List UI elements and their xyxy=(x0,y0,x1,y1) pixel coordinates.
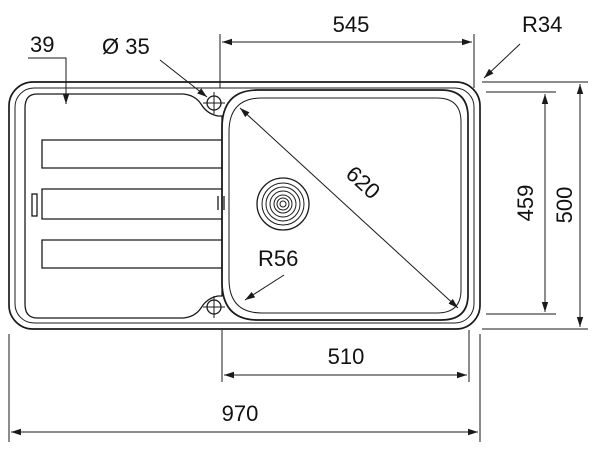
leader-r34 xyxy=(483,43,521,79)
drainer-ridge-middle xyxy=(41,188,222,220)
label-39: 39 xyxy=(30,32,54,57)
leader-r56 xyxy=(244,274,285,301)
drainer-ridge-bottom xyxy=(41,239,222,269)
leader-39 xyxy=(28,57,70,104)
dimension-labels: 39 Ø 35 545 R34 620 459 500 R56 510 970 xyxy=(30,12,577,426)
extension-lines xyxy=(8,34,588,442)
leader-lines xyxy=(28,43,521,301)
label-500: 500 xyxy=(552,187,577,224)
dimension-lines xyxy=(11,38,584,436)
label-r34: R34 xyxy=(522,12,562,37)
drainer xyxy=(24,93,225,319)
tap-hole-top xyxy=(203,92,225,114)
drain-outer-ring xyxy=(256,177,310,231)
tap-hole-bottom xyxy=(203,296,225,318)
bowl-outer-edge xyxy=(221,89,469,321)
bowl-inner-edge xyxy=(228,97,462,314)
label-510: 510 xyxy=(328,344,365,369)
overflow-slot xyxy=(31,193,38,217)
leader-dia35 xyxy=(159,59,208,98)
drainer-ridge-top xyxy=(41,139,222,169)
label-459: 459 xyxy=(513,185,538,222)
drainer-inner-edge xyxy=(24,93,223,319)
sink-inner-rim xyxy=(14,87,475,324)
drain-ring-3 xyxy=(265,186,301,222)
drain-center xyxy=(279,200,287,208)
bowl xyxy=(221,89,469,321)
sink-outline xyxy=(8,81,481,330)
label-r56: R56 xyxy=(258,246,298,271)
sink-outer-edge xyxy=(8,81,481,330)
label-620: 620 xyxy=(341,161,385,204)
dim-line-620 xyxy=(239,107,459,309)
label-dia35: Ø 35 xyxy=(102,34,150,59)
label-545: 545 xyxy=(333,12,370,37)
drain-ring-6 xyxy=(276,197,290,211)
drain-waste xyxy=(256,177,310,231)
drain-ring-2 xyxy=(261,182,305,226)
label-970: 970 xyxy=(222,401,259,426)
